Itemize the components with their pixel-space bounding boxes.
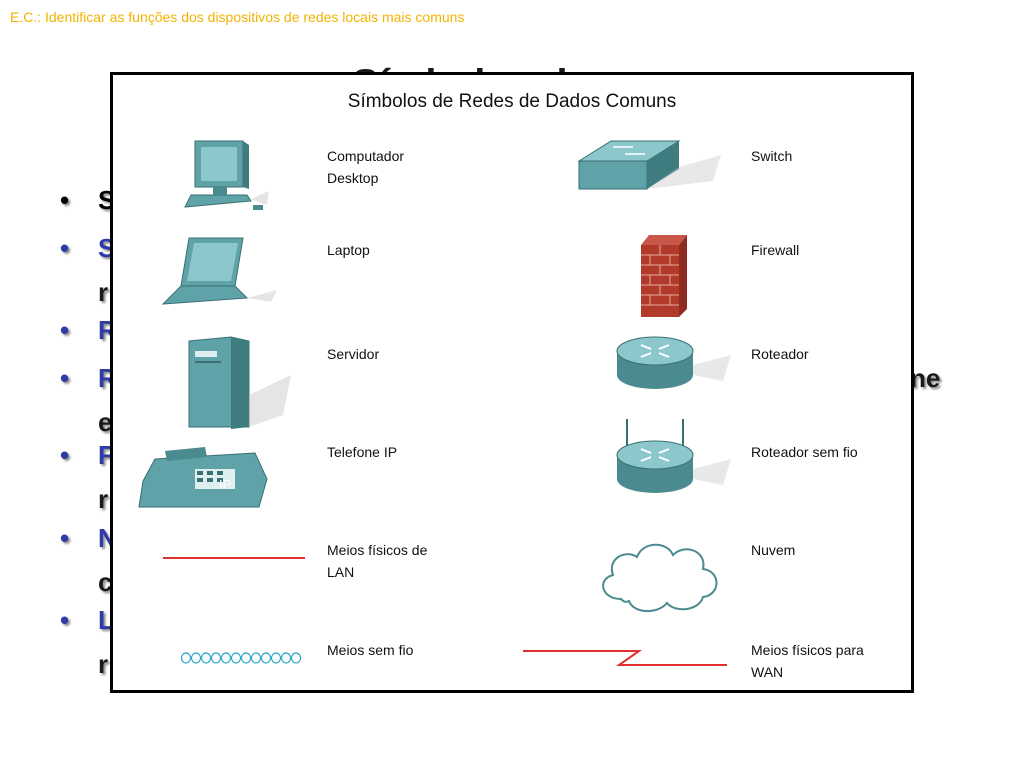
symbol-label-switch: Switch	[751, 148, 793, 164]
wan-media-line-icon	[523, 650, 727, 666]
panel-title: Símbolos de Redes de Dados Comuns	[347, 91, 677, 112]
symbol-label-firewall: Firewall	[751, 242, 800, 258]
firewall-icon	[641, 235, 687, 317]
wireless-router-icon	[616, 419, 731, 493]
bullet-right-fragment: ne	[910, 363, 941, 393]
bullet-continuation: r	[98, 484, 109, 514]
bullet-continuation: e	[98, 407, 113, 437]
ip-phone-icon: IP	[138, 447, 268, 508]
network-symbols-panel: Símbolos de Redes de Dados Comuns Comput…	[110, 72, 914, 693]
bullet-continuation: r	[98, 649, 109, 679]
symbol-label-router: Roteador	[751, 346, 809, 362]
symbol-label-lan-media: Meios físicos de LAN	[327, 542, 428, 580]
router-icon	[616, 336, 731, 389]
symbol-label-cloud: Nuvem	[751, 542, 796, 558]
cloud-icon	[602, 543, 718, 612]
bullet-text: L	[98, 605, 114, 635]
laptop-icon	[161, 237, 277, 305]
slide-header: E.C.: Identificar as funções dos disposi…	[10, 9, 465, 25]
wireless-media-icon	[181, 652, 302, 664]
server-icon	[188, 336, 291, 429]
lan-media-line-icon	[163, 557, 305, 559]
symbol-label-laptop: Laptop	[327, 242, 370, 258]
symbol-label-wireless-media: Meios sem fio	[327, 642, 414, 658]
bullet-text: F	[98, 440, 114, 470]
bullet-continuation: c	[98, 567, 113, 597]
symbol-label-desktop: Computador Desktop	[327, 148, 405, 186]
symbol-label-wireless-router: Roteador sem fio	[751, 444, 858, 460]
switch-icon	[577, 140, 721, 190]
symbol-label-wan-media: Meios físicos para WAN	[751, 642, 864, 680]
ip-phone-label: IP	[219, 477, 231, 492]
symbol-label-ip-phone: Telefone IP	[327, 444, 398, 460]
desktop-computer-icon	[184, 140, 269, 210]
symbol-label-server: Servidor	[327, 346, 380, 362]
bullet-continuation: r	[98, 277, 109, 307]
